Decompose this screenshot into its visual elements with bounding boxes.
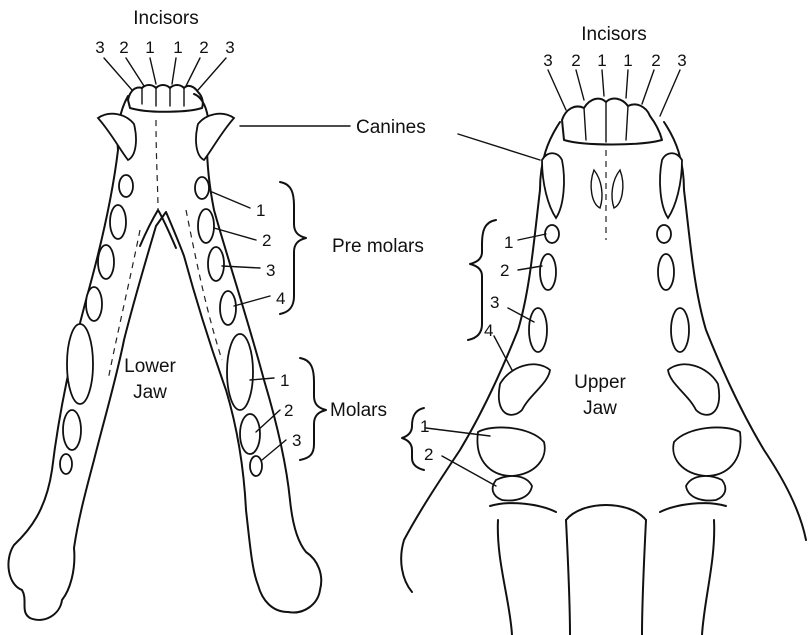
upper-jaw-label-line2: Jaw xyxy=(583,398,617,419)
upper-molar-number: 1 xyxy=(420,417,429,436)
upper-molar-numbers: 1 2 xyxy=(420,417,433,464)
lower-molar-1 xyxy=(227,334,253,410)
lower-premolar-1 xyxy=(195,177,209,199)
upper-premolar-numbers: 1 2 3 4 xyxy=(484,233,513,340)
molars-label: Molars xyxy=(330,400,387,421)
lower-jaw-label-line2: Jaw xyxy=(133,382,167,403)
upper-molar-2 xyxy=(493,476,532,500)
upper-incisor-number: 1 xyxy=(597,51,606,70)
upper-canine-right xyxy=(660,153,682,218)
lower-molars-brace xyxy=(300,358,326,460)
lower-jaw-label-line1: Lower xyxy=(124,356,176,377)
lower-premolar-3 xyxy=(208,247,224,281)
lower-canine-right xyxy=(196,114,234,160)
upper-incisor-numbers: 3 2 1 1 2 3 xyxy=(543,51,686,70)
lower-premolar-number: 3 xyxy=(266,261,275,280)
upper-premolar-number: 2 xyxy=(500,261,509,280)
lower-incisors-title: Incisors xyxy=(133,8,198,29)
upper-jaw-label-line1: Upper xyxy=(574,372,626,393)
lower-premolar-number: 2 xyxy=(262,231,271,250)
upper-premolar-3 xyxy=(529,308,547,352)
lower-premolar-number: 4 xyxy=(276,289,285,308)
upper-jaw-drawing xyxy=(401,99,806,635)
lower-molar-3 xyxy=(250,456,262,476)
lower-incisor-number: 2 xyxy=(199,38,208,57)
lower-premolar-2 xyxy=(198,209,214,243)
lower-incisor-numbers: 3 2 1 1 2 3 xyxy=(95,38,234,57)
lower-incisor-number: 2 xyxy=(119,38,128,57)
lower-molar-number: 1 xyxy=(280,371,289,390)
upper-premolar-4 xyxy=(499,364,550,415)
upper-molar-number: 2 xyxy=(424,445,433,464)
lower-incisor-number: 3 xyxy=(95,38,104,57)
upper-premolar-number: 3 xyxy=(490,293,499,312)
upper-incisor-row xyxy=(562,99,662,145)
lower-molar-number: 3 xyxy=(292,431,301,450)
lower-incisor-number: 3 xyxy=(225,38,234,57)
premolars-label: Pre molars xyxy=(332,236,424,257)
upper-jaw-outline xyxy=(401,122,806,592)
canines-label: Canines xyxy=(356,117,426,138)
lower-jaw-drawing xyxy=(8,85,321,620)
lower-jaw-inner-notch xyxy=(140,210,176,248)
upper-incisor-number: 3 xyxy=(543,51,552,70)
lower-premolar-number: 1 xyxy=(256,201,265,220)
upper-incisor-number: 2 xyxy=(651,51,660,70)
lower-incisor-number: 1 xyxy=(145,38,154,57)
upper-incisor-number: 2 xyxy=(571,51,580,70)
upper-molar-1 xyxy=(477,427,544,476)
lower-premolar-4 xyxy=(220,291,236,325)
upper-canine-left xyxy=(542,153,564,218)
upper-premolar-1 xyxy=(545,225,559,243)
upper-premolar-number: 1 xyxy=(504,233,513,252)
lower-incisor-row xyxy=(128,85,203,112)
lower-molar-2 xyxy=(240,414,260,454)
upper-premolar-number: 4 xyxy=(484,321,493,340)
lower-molar-numbers: 1 2 3 xyxy=(280,371,301,450)
upper-incisors-title: Incisors xyxy=(581,24,646,45)
lower-molar-number: 2 xyxy=(284,401,293,420)
upper-incisor-number: 3 xyxy=(677,51,686,70)
upper-incisor-number: 1 xyxy=(623,51,632,70)
lower-incisor-number: 1 xyxy=(173,38,182,57)
lower-premolar-numbers: 1 2 3 4 xyxy=(256,201,285,308)
upper-premolar-2 xyxy=(540,254,556,290)
